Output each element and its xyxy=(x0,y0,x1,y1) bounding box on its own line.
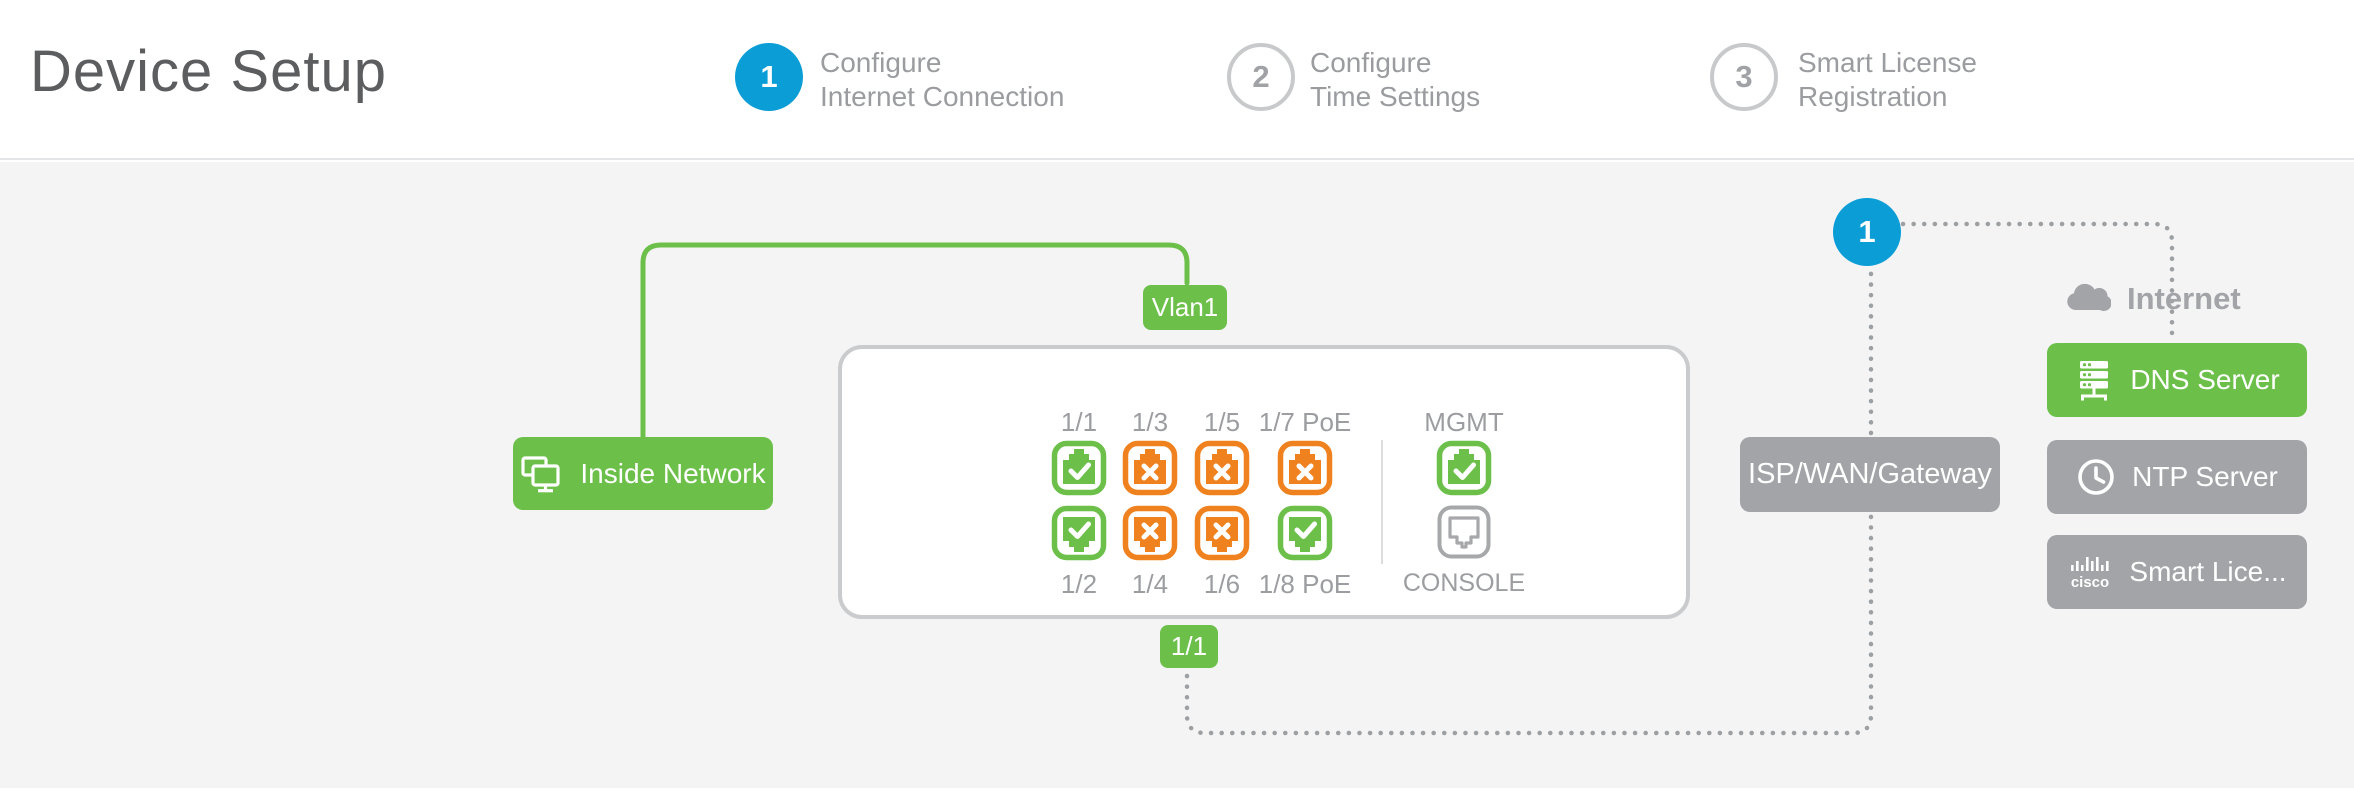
port-label-bottom: 1/6 xyxy=(1204,569,1240,600)
dns-server-chip: DNS Server xyxy=(2047,343,2307,417)
port-label-bottom: 1/8 PoE xyxy=(1259,569,1352,600)
wizard-header: Device Setup 1 Configure Internet Connec… xyxy=(0,0,2354,160)
outside-port-tag: 1/1 xyxy=(1160,625,1218,668)
step-1-label: Configure Internet Connection xyxy=(820,46,1064,114)
port-label-top: 1/7 PoE xyxy=(1259,407,1352,438)
console-port-label: CONSOLE xyxy=(1403,569,1525,598)
smart-license-label: Smart Lice... xyxy=(2129,556,2286,588)
ethernet-port-x-icon xyxy=(1194,505,1250,561)
ethernet-port-x-icon xyxy=(1122,440,1178,496)
ntp-server-label: NTP Server xyxy=(2132,461,2278,493)
server-rack-icon xyxy=(2074,359,2114,401)
step-3-number-badge: 3 xyxy=(1710,43,1778,111)
ethernet-port-x-icon xyxy=(1122,505,1178,561)
port-column-3: 1/5 1/6 xyxy=(1194,349,1250,615)
port-column-1: 1/1 1/2 xyxy=(1051,349,1107,615)
page-title: Device Setup xyxy=(30,38,387,105)
dual-monitors-icon xyxy=(520,454,564,494)
console-port-icon xyxy=(1436,504,1492,560)
port-label-top: 1/3 xyxy=(1132,407,1168,438)
step-3-label: Smart License Registration xyxy=(1798,46,1977,114)
internet-label: Internet xyxy=(2127,281,2241,317)
step-2-number-badge: 2 xyxy=(1227,43,1295,111)
wizard-step-3[interactable]: 3 Smart License Registration xyxy=(1710,0,2090,160)
vlan1-tag: Vlan1 xyxy=(1143,285,1227,330)
port-column-2: 1/3 1/4 xyxy=(1122,349,1178,615)
wizard-step-1[interactable]: 1 Configure Internet Connection xyxy=(735,0,1155,160)
port-column-4: 1/7 PoE 1/8 PoE xyxy=(1277,349,1333,615)
ethernet-port-check-icon xyxy=(1051,505,1107,561)
clock-icon xyxy=(2076,457,2116,497)
port-label-top: 1/5 xyxy=(1204,407,1240,438)
inside-network-chip: Inside Network xyxy=(513,437,773,510)
port-group-divider xyxy=(1381,440,1383,564)
smart-license-chip: cisco Smart Lice... xyxy=(2047,535,2307,609)
cisco-logo-icon: cisco xyxy=(2067,553,2113,591)
step-2-label: Configure Time Settings xyxy=(1310,46,1480,114)
ethernet-port-check-icon xyxy=(1051,440,1107,496)
svg-text:cisco: cisco xyxy=(2071,574,2109,591)
mgmt-console-column: MGMT CONSOLE xyxy=(1436,349,1492,615)
port-label-bottom: 1/4 xyxy=(1132,569,1168,600)
ethernet-port-x-icon xyxy=(1194,440,1250,496)
wizard-step-2[interactable]: 2 Configure Time Settings xyxy=(1227,0,1587,160)
port-label-top: 1/1 xyxy=(1061,407,1097,438)
ethernet-port-check-icon xyxy=(1277,505,1333,561)
ntp-server-chip: NTP Server xyxy=(2047,440,2307,514)
port-label-bottom: 1/2 xyxy=(1061,569,1097,600)
mgmt-port-label: MGMT xyxy=(1424,407,1503,438)
cloud-icon xyxy=(2063,280,2111,317)
mgmt-port-icon xyxy=(1436,440,1492,496)
device-chassis: 1/1 1/2 1/3 1/4 1/5 1/6 1/7 PoE 1/8 PoE MGM… xyxy=(838,345,1690,619)
network-diagram: Vlan1 Inside Network 1/1 1/2 1/3 1/4 1/5 xyxy=(0,162,2354,788)
inside-network-label: Inside Network xyxy=(580,458,765,490)
step-1-number-badge: 1 xyxy=(735,43,803,111)
step-1-diagram-marker: 1 xyxy=(1833,198,1901,266)
dns-server-label: DNS Server xyxy=(2130,364,2279,396)
isp-wan-gateway-chip: ISP/WAN/Gateway xyxy=(1740,437,2000,512)
internet-group: Internet xyxy=(2063,280,2241,317)
ethernet-port-x-icon xyxy=(1277,440,1333,496)
